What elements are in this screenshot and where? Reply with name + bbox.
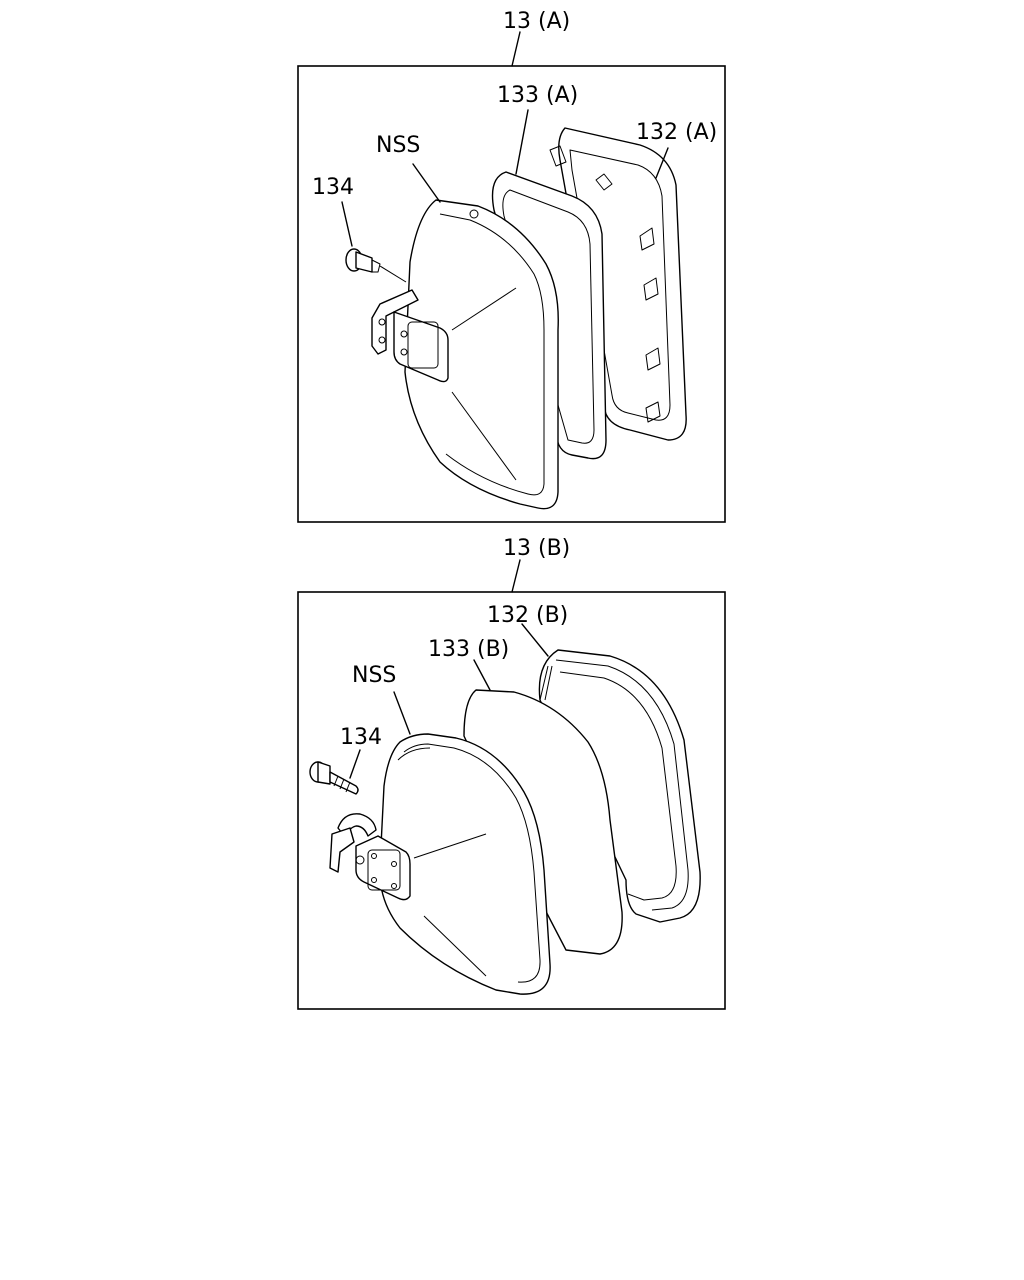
leader-132a (655, 147, 669, 179)
leader-133a (515, 109, 529, 175)
label-132b: 132 (B) (487, 603, 568, 628)
panel-a: 13 (A) (297, 9, 726, 523)
mounting-bracket-a (371, 289, 449, 383)
part-132b-mirror-frame (538, 649, 701, 923)
leader-nss-b (393, 691, 411, 735)
mounting-bracket-b (329, 813, 411, 901)
part-nss-housing-a (404, 199, 559, 510)
label-nss-a: NSS (376, 133, 420, 158)
leader-nss-a (412, 163, 441, 203)
panel-a-title: 13 (A) (503, 9, 570, 34)
panel-b: 13 (B) (297, 536, 726, 1010)
leader-134-a (341, 201, 353, 247)
part-134-bolt-b (309, 761, 359, 795)
panel-b-title-leader (511, 559, 521, 593)
leader-132b (521, 623, 549, 657)
panel-a-frame (297, 65, 726, 523)
part-133b-mirror-glass (463, 689, 623, 955)
label-134-a: 134 (312, 175, 354, 200)
part-nss-housing-b (379, 733, 551, 995)
label-132a: 132 (A) (636, 120, 717, 145)
label-133b: 133 (B) (428, 637, 509, 662)
part-134-clip-a (345, 248, 407, 283)
label-133a: 133 (A) (497, 83, 578, 108)
part-132a-mirror-frame (549, 127, 687, 441)
panel-b-title: 13 (B) (503, 536, 570, 561)
label-134-b: 134 (340, 725, 382, 750)
panel-a-title-leader (511, 31, 521, 67)
label-nss-b: NSS (352, 663, 396, 688)
leader-133b (473, 659, 491, 691)
panel-b-frame (297, 591, 726, 1010)
leader-134-b (349, 749, 361, 779)
